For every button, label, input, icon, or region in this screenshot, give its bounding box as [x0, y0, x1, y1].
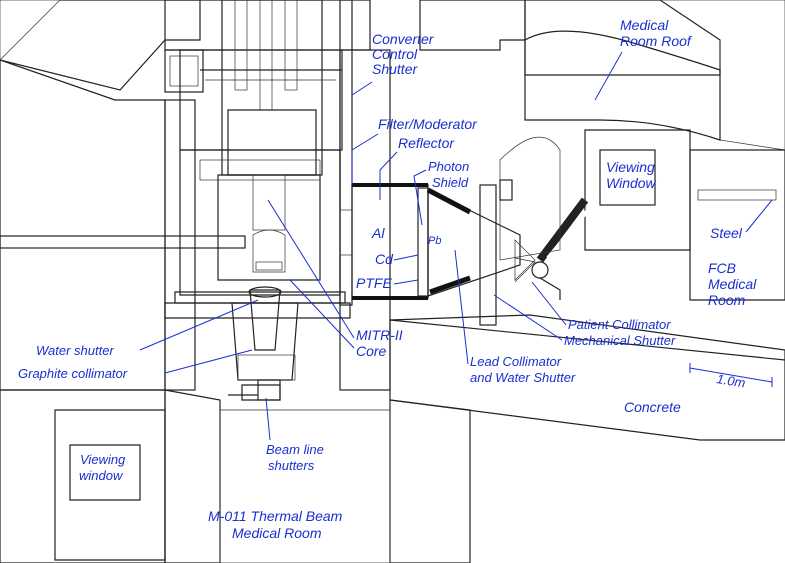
label-line: Viewing: [80, 452, 126, 467]
label-line: Converter: [372, 31, 435, 47]
label-line: Medical: [708, 276, 757, 292]
label-scale: 1.0m: [716, 371, 747, 390]
leader-core-2: [289, 279, 355, 349]
label-line: FCB: [708, 260, 736, 276]
leader-patient-collimator: [531, 281, 567, 326]
label-water-shutter: Water shutter: [36, 343, 114, 358]
leader-graphite: [164, 349, 253, 374]
label-filter-moderator: Filter/Moderator: [378, 116, 478, 132]
label-photon-shield: Photon Shield: [428, 159, 473, 190]
label-line: Room: [708, 292, 746, 308]
leader-photon-shield: [413, 169, 427, 226]
label-line: Photon: [428, 159, 469, 174]
label-viewing-window-right: Viewing Window: [606, 159, 659, 191]
label-line: shutters: [268, 458, 315, 473]
label-graphite-collimator: Graphite collimator: [18, 366, 128, 381]
label-line: Window: [606, 175, 657, 191]
label-line: Lead Collimator: [470, 354, 562, 369]
label-line: Room Roof: [620, 33, 693, 49]
leader-converter: [351, 81, 373, 96]
label-line: Shield: [432, 175, 469, 190]
label-beam-line-shutters: Beam line shutters: [266, 442, 327, 473]
label-line: Viewing: [606, 159, 655, 175]
label-line: Control: [372, 46, 418, 62]
label-al: Al: [371, 225, 385, 241]
label-reflector: Reflector: [398, 135, 455, 151]
label-converter-control-shutter: Converter Control Shutter: [372, 31, 437, 77]
label-pb: Pb: [428, 235, 441, 247]
label-m011-medical-room: M-011 Thermal Beam Medical Room: [208, 508, 346, 541]
leader-beam-line: [265, 397, 271, 441]
leader-mechanical-shutter: [493, 294, 563, 341]
label-line: Medical: [620, 17, 669, 33]
label-line: Medical Room: [232, 525, 322, 541]
scale-line: [689, 367, 773, 383]
leader-roof: [594, 51, 623, 101]
label-mechanical-shutter: Mechanical Shutter: [564, 333, 676, 348]
label-line: M-011 Thermal Beam: [208, 508, 343, 524]
leader-core-1: [267, 199, 355, 339]
leader-filter: [351, 133, 379, 185]
label-line: and Water Shutter: [470, 370, 576, 385]
label-mitr-core: MITR-II Core: [356, 327, 407, 359]
labels: Converter Control Shutter Medical Room R…: [18, 17, 773, 541]
label-line: Core: [356, 343, 387, 359]
label-viewing-window-left: Viewing window: [79, 452, 129, 483]
reactor-assembly: [0, 0, 391, 401]
leader-reflector: [379, 151, 398, 200]
label-line: Beam line: [266, 442, 324, 457]
leader-cd: [393, 254, 419, 261]
label-line: Shutter: [372, 61, 418, 77]
label-fcb-medical-room: FCB Medical Room: [708, 260, 760, 308]
label-concrete: Concrete: [624, 399, 681, 415]
label-line: window: [79, 468, 124, 483]
scale-ticks: [689, 363, 773, 387]
leader-lead-collimator: [454, 249, 469, 365]
leader-steel: [745, 199, 773, 233]
label-ptfe: PTFE: [356, 275, 392, 291]
leader-water-shutter: [139, 299, 259, 351]
label-lead-collimator: Lead Collimator and Water Shutter: [470, 354, 576, 385]
label-line: MITR-II: [356, 327, 403, 343]
label-cd: Cd: [375, 251, 394, 267]
label-medical-room-roof: Medical Room Roof: [620, 17, 693, 49]
leader-ptfe: [393, 279, 419, 285]
label-steel: Steel: [710, 225, 743, 241]
label-patient-collimator: Patient Collimator: [568, 317, 671, 332]
